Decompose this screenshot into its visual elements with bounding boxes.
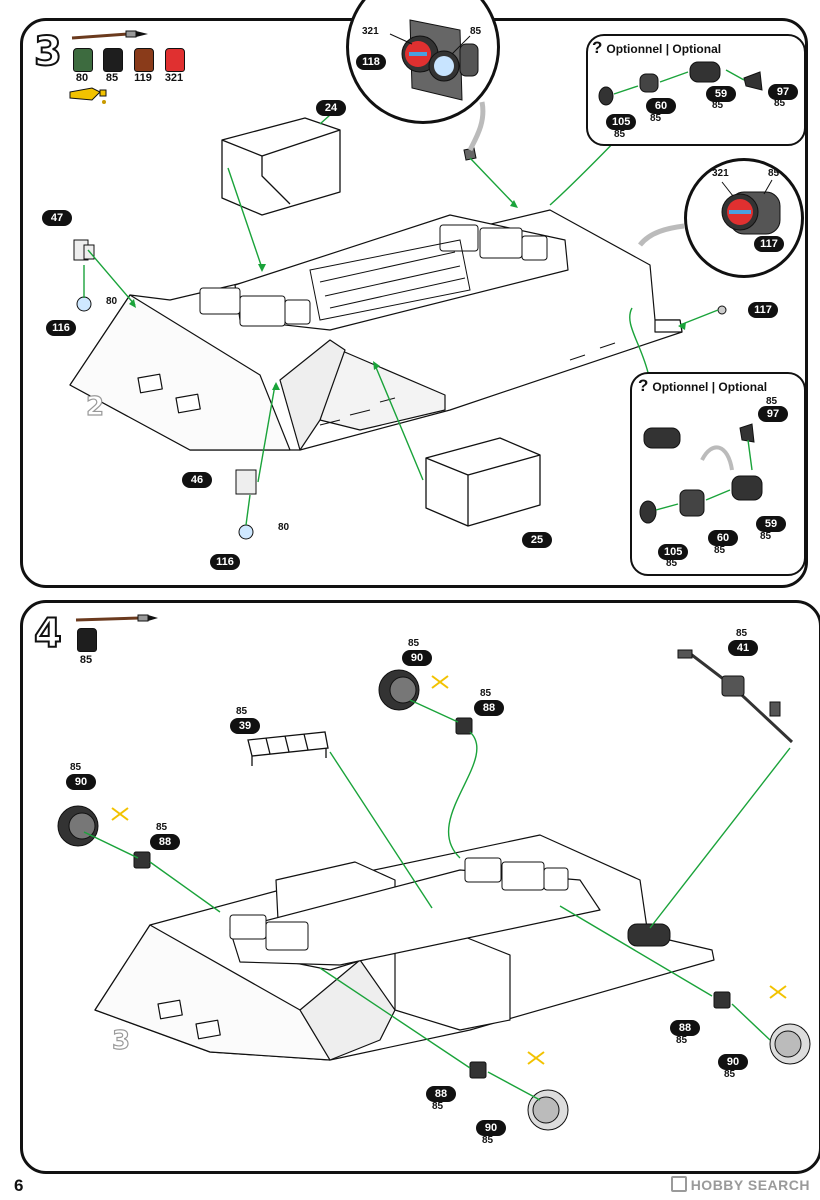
paint-code: 85 xyxy=(79,654,93,666)
part-tag-60: 60 xyxy=(708,530,738,546)
paint-ref: 85 xyxy=(408,638,420,649)
step-ref-label: 2 xyxy=(85,391,105,422)
part-tag-88: 88 xyxy=(670,1020,700,1036)
part-tag-97: 97 xyxy=(758,406,788,422)
part-tag-39: 39 xyxy=(230,718,260,734)
step-4-panel xyxy=(20,600,820,1174)
paint-ref: 85 xyxy=(614,129,626,140)
part-tag-88: 88 xyxy=(150,834,180,850)
optional-title: ?Optionnel | Optional xyxy=(592,38,722,57)
part-tag-118: 118 xyxy=(356,54,386,70)
paint-ref: 85 xyxy=(482,1135,494,1146)
part-tag-90: 90 xyxy=(66,774,96,790)
part-tag-25: 25 xyxy=(522,532,552,548)
paint-ref: 85 xyxy=(760,531,772,542)
part-tag-88: 88 xyxy=(426,1086,456,1102)
paint-ref: 85 xyxy=(714,545,726,556)
paint-ref: 85 xyxy=(480,688,492,699)
part-tag-41: 41 xyxy=(728,640,758,656)
paint-ref: 85 xyxy=(736,628,748,639)
paint-ref: 80 xyxy=(106,296,118,307)
part-tag-59: 59 xyxy=(756,516,786,532)
part-tag-105: 105 xyxy=(658,544,689,560)
part-tag-117: 117 xyxy=(754,236,784,252)
paint-ref: 85 xyxy=(724,1069,736,1080)
part-tag-97: 97 xyxy=(768,84,798,100)
paint-pot-85 xyxy=(77,628,97,652)
paint-ref: 85 xyxy=(666,558,678,569)
step-3-number: 3 xyxy=(33,29,63,75)
part-tag-90: 90 xyxy=(476,1120,506,1136)
brand-logo: HOBBY SEARCH xyxy=(670,1176,810,1193)
paint-ref: 321 xyxy=(712,168,729,179)
paint-pot-80 xyxy=(73,48,93,72)
paint-code: 321 xyxy=(164,72,184,84)
paint-ref: 85 xyxy=(236,706,248,717)
paint-ref: 80 xyxy=(278,522,290,533)
question-mark-icon: ? xyxy=(638,376,649,395)
page-number: 6 xyxy=(14,1176,24,1195)
paint-ref: 85 xyxy=(156,822,168,833)
part-tag-47: 47 xyxy=(42,210,72,226)
paint-ref: 85 xyxy=(712,100,724,111)
optional-title: ?Optionnel | Optional xyxy=(638,376,768,395)
part-tag-46: 46 xyxy=(182,472,212,488)
part-tag-116: 116 xyxy=(46,320,76,336)
question-mark-icon: ? xyxy=(592,38,603,57)
paint-pot-119 xyxy=(134,48,154,72)
paint-pot-85 xyxy=(103,48,123,72)
hobby-search-logo-icon xyxy=(670,1176,687,1192)
step-ref-label: 3 xyxy=(111,1025,131,1056)
paint-ref: 85 xyxy=(774,98,786,109)
part-tag-88: 88 xyxy=(474,700,504,716)
paint-pot-321 xyxy=(165,48,185,72)
paint-ref: 85 xyxy=(70,762,82,773)
part-tag-105: 105 xyxy=(606,114,637,130)
paint-ref: 85 xyxy=(768,168,780,179)
part-tag-90: 90 xyxy=(718,1054,748,1070)
paint-code: 80 xyxy=(75,72,89,84)
step-4-number: 4 xyxy=(33,611,63,657)
paint-ref: 85 xyxy=(676,1035,688,1046)
part-tag-90: 90 xyxy=(402,650,432,666)
part-tag-116: 116 xyxy=(210,554,240,570)
part-tag-24: 24 xyxy=(316,100,346,116)
paint-ref: 85 xyxy=(470,26,482,37)
paint-ref: 85 xyxy=(432,1101,444,1112)
paint-ref: 321 xyxy=(362,26,379,37)
zoom-detail-117 xyxy=(684,158,804,278)
part-tag-59: 59 xyxy=(706,86,736,102)
paint-code: 119 xyxy=(134,72,152,84)
paint-ref: 85 xyxy=(650,113,662,124)
part-tag-60: 60 xyxy=(646,98,676,114)
part-tag-117: 117 xyxy=(748,302,778,318)
paint-ref: 85 xyxy=(766,396,778,407)
paint-code: 85 xyxy=(105,72,119,84)
